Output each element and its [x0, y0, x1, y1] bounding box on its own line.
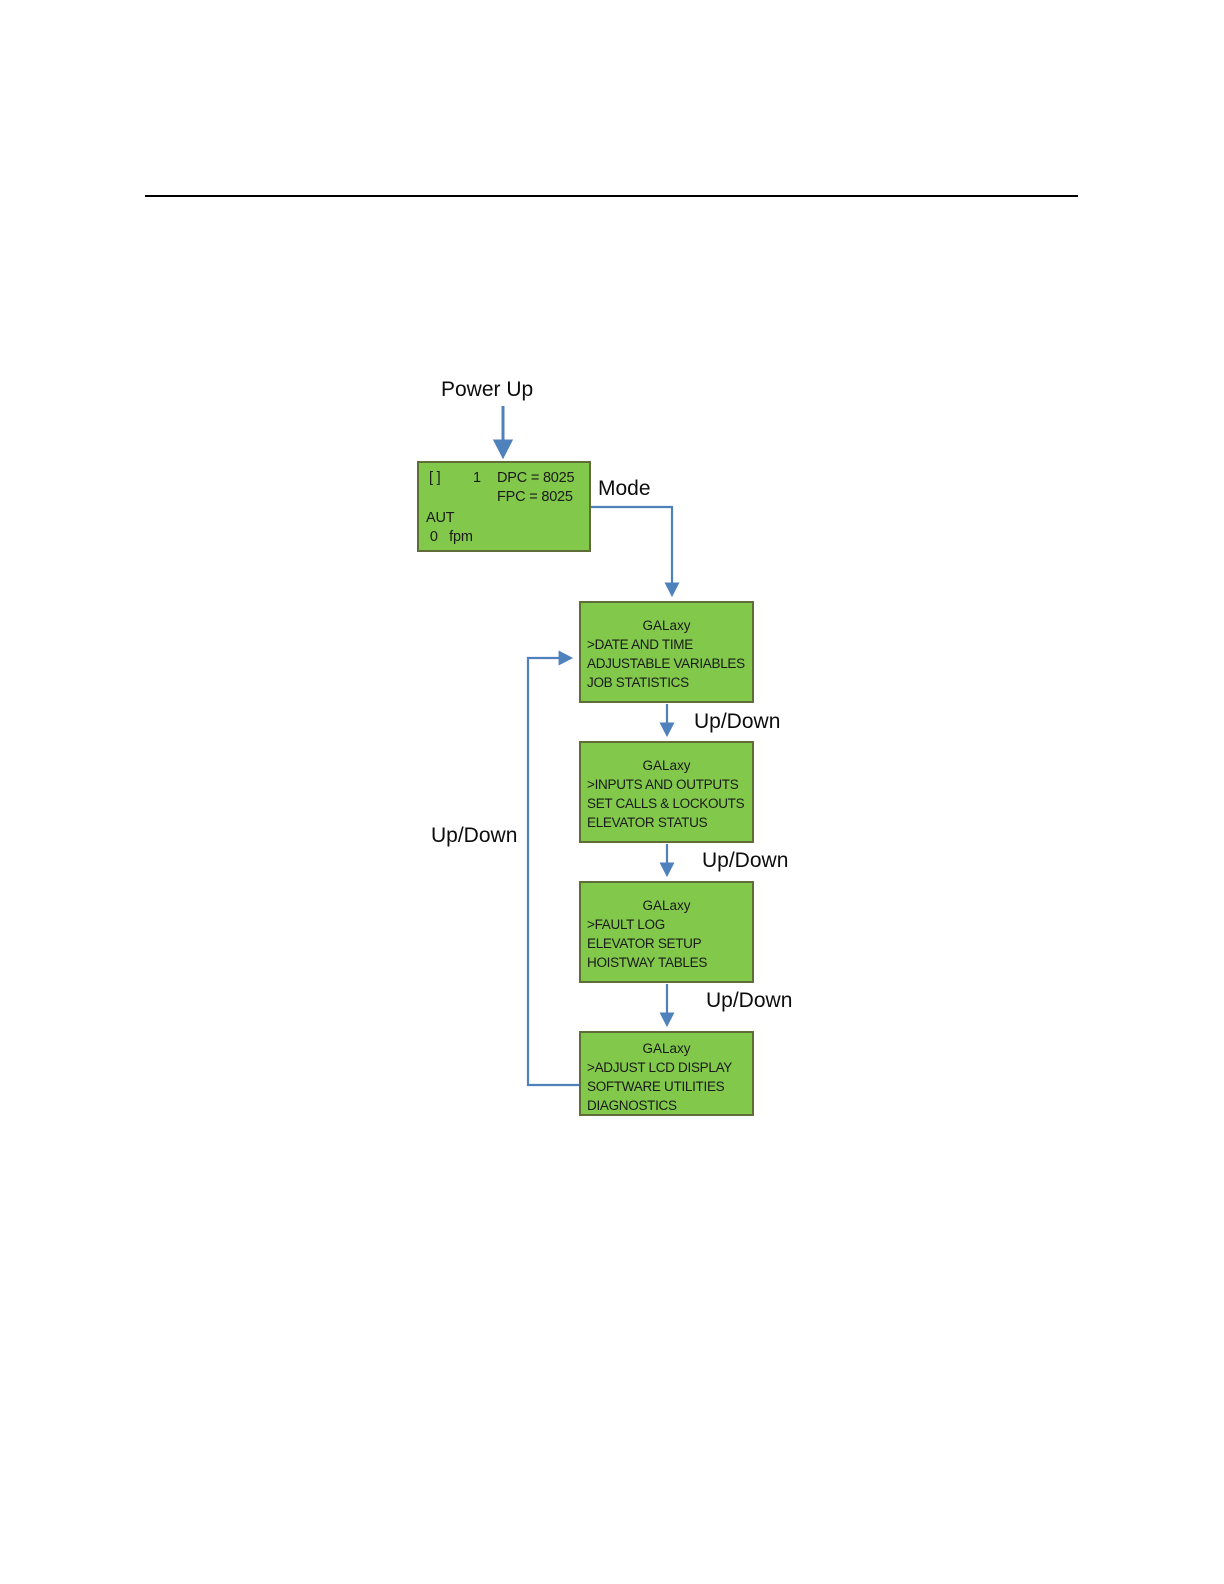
menu-screen-3[interactable]: GALaxy >FAULT LOG ELEVATOR SETUP HOISTWA… [579, 881, 754, 983]
arrow-loop-menu4-menu1 [526, 650, 579, 1087]
status-floor: 1 [473, 470, 481, 486]
arrow-mode [591, 505, 680, 598]
label-mode: Mode [598, 477, 651, 500]
menu-title: GALaxy [642, 618, 691, 633]
status-brackets: [ ] [429, 470, 441, 486]
label-up-down-1: Up/Down [694, 710, 781, 733]
menu-item-elevator-status[interactable]: ELEVATOR STATUS [587, 815, 708, 830]
menu-screen-4[interactable]: GALaxy >ADJUST LCD DISPLAY SOFTWARE UTIL… [579, 1031, 754, 1116]
status-dpc: DPC = 8025 [497, 470, 575, 486]
menu-title: GALaxy [642, 758, 691, 773]
menu-item-adjust-lcd-display[interactable]: >ADJUST LCD DISPLAY [587, 1060, 732, 1075]
status-speed: 0 fpm [426, 529, 473, 545]
menu-item-fault-log[interactable]: >FAULT LOG [587, 917, 665, 932]
label-up-down-2: Up/Down [702, 849, 789, 872]
menu-title: GALaxy [642, 1041, 691, 1056]
menu-item-software-utilities[interactable]: SOFTWARE UTILITIES [587, 1079, 725, 1094]
menu-item-elevator-setup[interactable]: ELEVATOR SETUP [587, 936, 702, 951]
lcd-status-display: [ ] 1 DPC = 8025 FPC = 8025 AUT 0 fpm [417, 461, 591, 552]
menu-title: GALaxy [642, 898, 691, 913]
status-mode: AUT [426, 510, 455, 526]
label-up-down-3: Up/Down [706, 989, 793, 1012]
menu-item-diagnostics[interactable]: DIAGNOSTICS [587, 1098, 677, 1113]
label-up-down-loop: Up/Down [431, 824, 518, 847]
menu-item-set-calls-and-lockouts[interactable]: SET CALLS & LOCKOUTS [587, 796, 745, 811]
menu-screen-1[interactable]: GALaxy >DATE AND TIME ADJUSTABLE VARIABL… [579, 601, 754, 703]
menu-screen-2[interactable]: GALaxy >INPUTS AND OUTPUTS SET CALLS & L… [579, 741, 754, 843]
menu-item-date-and-time[interactable]: >DATE AND TIME [587, 637, 693, 652]
label-power-up: Power Up [441, 378, 534, 401]
menu-item-adjustable-variables[interactable]: ADJUSTABLE VARIABLES [587, 656, 745, 671]
menu-item-inputs-and-outputs[interactable]: >INPUTS AND OUTPUTS [587, 777, 739, 792]
status-fpc: FPC = 8025 [497, 489, 573, 505]
menu-item-job-statistics[interactable]: JOB STATISTICS [587, 675, 689, 690]
menu-item-hoistway-tables[interactable]: HOISTWAY TABLES [587, 955, 708, 970]
header-divider [145, 195, 1078, 197]
